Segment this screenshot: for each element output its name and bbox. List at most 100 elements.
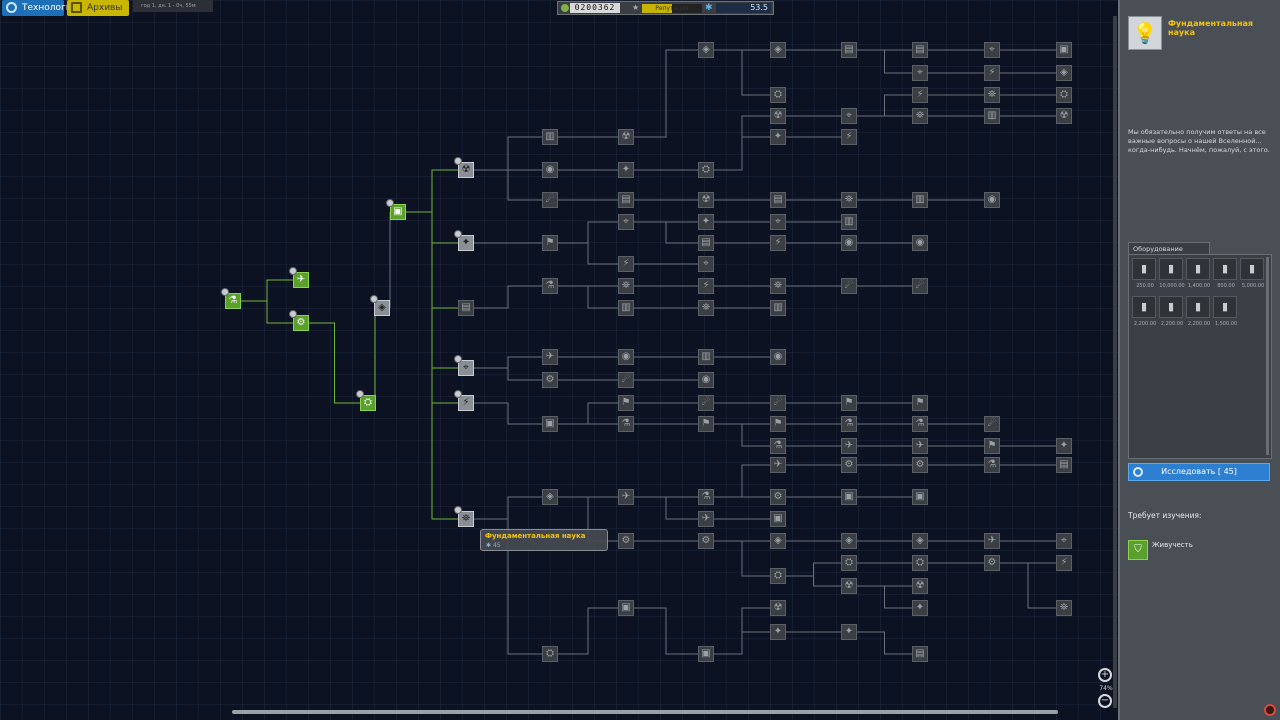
tech-node-icon[interactable]: ⛯ bbox=[618, 278, 634, 294]
tech-node-icon[interactable]: ◈ bbox=[770, 533, 786, 549]
tech-node-icon[interactable]: ⚗ bbox=[841, 416, 857, 432]
tech-node-icon[interactable]: ▤ bbox=[841, 42, 857, 58]
tech-node-icon[interactable]: ⌖ bbox=[698, 256, 714, 272]
horizontal-scrollbar[interactable] bbox=[232, 710, 1058, 714]
tech-node-icon[interactable]: ☢ bbox=[1056, 108, 1072, 124]
tech-node-icon[interactable]: ▣ bbox=[698, 646, 714, 662]
tech-node-icon[interactable]: ◉ bbox=[912, 235, 928, 251]
tech-node-icon[interactable]: ⚑ bbox=[542, 235, 558, 251]
tech-node-icon[interactable]: ▥ bbox=[698, 349, 714, 365]
tech-node-icon[interactable]: ✈ bbox=[984, 533, 1000, 549]
tech-node-icon[interactable]: ⚗ bbox=[618, 416, 634, 432]
tech-node-icon[interactable]: ◈ bbox=[912, 533, 928, 549]
tech-node-icon[interactable]: ☄ bbox=[698, 395, 714, 411]
tech-node-icon[interactable]: ◈ bbox=[770, 42, 786, 58]
tech-node-icon[interactable]: ☄ bbox=[984, 416, 1000, 432]
tech-node-icon[interactable]: ◉ bbox=[984, 192, 1000, 208]
tech-node-icon[interactable]: ☢ bbox=[841, 578, 857, 594]
pod-part-icon[interactable]: ▮1,400.00 bbox=[1186, 258, 1212, 292]
tech-node-icon[interactable]: ☄ bbox=[841, 278, 857, 294]
tech-node-icon[interactable]: ⚑ bbox=[698, 416, 714, 432]
tech-node-icon[interactable]: ▤ bbox=[912, 646, 928, 662]
tech-node-icon[interactable]: ⛭ bbox=[1056, 87, 1072, 103]
tech-node-icon[interactable]: ⛭ bbox=[356, 390, 376, 411]
tech-node-icon[interactable]: ▣ bbox=[912, 489, 928, 505]
tech-node-icon[interactable]: ✈ bbox=[698, 511, 714, 527]
tech-node-icon[interactable]: ⌖ bbox=[618, 214, 634, 230]
tech-node-icon[interactable]: ⛯ bbox=[698, 300, 714, 316]
tech-node-icon[interactable]: ◉ bbox=[542, 162, 558, 178]
equipment-tab[interactable]: Оборудование bbox=[1128, 242, 1210, 254]
tech-node-icon[interactable]: ✦ bbox=[841, 624, 857, 640]
tech-node-icon[interactable]: ▣ bbox=[841, 489, 857, 505]
vertical-scrollbar[interactable] bbox=[1113, 16, 1117, 708]
tech-node-icon[interactable]: ◉ bbox=[770, 349, 786, 365]
tech-node-icon[interactable]: ☄ bbox=[770, 395, 786, 411]
tech-node-icon[interactable]: ◈ bbox=[370, 295, 390, 316]
tech-node-icon[interactable]: ◈ bbox=[1056, 65, 1072, 81]
tech-node-icon[interactable]: ◉ bbox=[698, 372, 714, 388]
tech-node-icon[interactable]: ⌖ bbox=[912, 65, 928, 81]
tech-node-icon[interactable]: ▣ bbox=[386, 199, 406, 220]
tech-node-icon[interactable]: ⚡ bbox=[912, 87, 928, 103]
tech-node-icon[interactable]: ▤ bbox=[912, 42, 928, 58]
tech-node-icon[interactable]: ✈ bbox=[912, 438, 928, 454]
tech-node-icon[interactable]: ⚗ bbox=[770, 438, 786, 454]
tech-node-icon[interactable]: ✦ bbox=[618, 162, 634, 178]
tech-node-icon[interactable]: ▤ bbox=[618, 192, 634, 208]
tech-node-icon[interactable]: ▥ bbox=[618, 300, 634, 316]
tech-node-icon[interactable]: ⛭ bbox=[698, 162, 714, 178]
container-part-icon[interactable]: ▮5,000.00 bbox=[1240, 258, 1266, 292]
tech-node-icon[interactable]: ⚑ bbox=[984, 438, 1000, 454]
cylinder-part-icon[interactable]: ▮2,200.00 bbox=[1186, 296, 1212, 330]
tab-archives[interactable]: Архивы bbox=[67, 0, 129, 16]
tech-node-icon[interactable]: ◈ bbox=[542, 489, 558, 505]
equipment-scrollbar[interactable] bbox=[1266, 257, 1269, 455]
tech-node-icon[interactable]: ⚡ bbox=[841, 129, 857, 145]
tech-node-icon[interactable]: ✈ bbox=[770, 457, 786, 473]
tech-node-icon[interactable]: ▤ bbox=[770, 192, 786, 208]
tech-node-icon[interactable]: ✈ bbox=[841, 438, 857, 454]
tech-node-icon[interactable]: ⛯ bbox=[984, 87, 1000, 103]
tech-node-icon[interactable]: ✦ bbox=[1056, 438, 1072, 454]
tech-node-icon[interactable]: ⌖ bbox=[770, 214, 786, 230]
tech-node-icon[interactable]: ⛯ bbox=[1056, 600, 1072, 616]
tech-node-icon[interactable]: ✦ bbox=[454, 230, 474, 251]
tech-node-icon[interactable]: ⌖ bbox=[1056, 533, 1072, 549]
tech-node-icon[interactable]: ▥ bbox=[984, 108, 1000, 124]
tech-node-icon[interactable]: ✦ bbox=[698, 214, 714, 230]
tech-node-icon[interactable]: ⛭ bbox=[841, 555, 857, 571]
tech-node-icon[interactable]: ✈ bbox=[542, 349, 558, 365]
tech-node-icon[interactable]: ⌖ bbox=[841, 108, 857, 124]
survivability-icon[interactable]: ⛉ bbox=[1128, 540, 1148, 560]
tech-node-icon[interactable]: ✦ bbox=[912, 600, 928, 616]
tech-node-icon[interactable]: ▤ bbox=[1056, 457, 1072, 473]
tech-node-icon[interactable]: ⛯ bbox=[912, 108, 928, 124]
exit-icon[interactable] bbox=[1264, 704, 1276, 716]
tech-node-icon[interactable]: ⚙ bbox=[698, 533, 714, 549]
tech-node-icon[interactable]: ▥ bbox=[770, 300, 786, 316]
tech-node-icon[interactable]: ⚙ bbox=[770, 489, 786, 505]
tech-node-icon[interactable]: ⚡ bbox=[984, 65, 1000, 81]
tech-node-icon[interactable]: ✦ bbox=[770, 624, 786, 640]
tech-node-icon[interactable]: ⚙ bbox=[841, 457, 857, 473]
capsule-part-icon[interactable]: ▮250.00 bbox=[1132, 258, 1158, 292]
zoom-out-icon[interactable]: − bbox=[1098, 694, 1112, 708]
tech-node-icon[interactable]: ⚗ bbox=[542, 278, 558, 294]
tech-node-icon[interactable]: ☢ bbox=[912, 578, 928, 594]
antenna-part-icon[interactable]: ▮10,000.00 bbox=[1159, 258, 1185, 292]
tech-node-icon[interactable]: ⛭ bbox=[912, 555, 928, 571]
tech-node-icon[interactable]: ▤ bbox=[458, 300, 474, 316]
tab-technologies[interactable]: Технологии bbox=[2, 0, 77, 16]
tech-node-icon[interactable]: ⌖ bbox=[984, 42, 1000, 58]
tech-node-icon[interactable]: ⚑ bbox=[770, 416, 786, 432]
tech-node-icon[interactable]: ⚙ bbox=[912, 457, 928, 473]
tech-node-icon[interactable]: ⛯ bbox=[841, 192, 857, 208]
tech-node-icon[interactable]: ☄ bbox=[618, 372, 634, 388]
tech-node-icon[interactable]: ⛯ bbox=[454, 506, 474, 527]
tech-node-icon[interactable]: ☢ bbox=[770, 600, 786, 616]
tech-node-icon[interactable]: ⚡ bbox=[698, 278, 714, 294]
tech-node-icon[interactable]: ▥ bbox=[542, 129, 558, 145]
tech-node-icon[interactable]: ⌖ bbox=[454, 355, 474, 376]
tech-node-icon[interactable]: ◈ bbox=[698, 42, 714, 58]
